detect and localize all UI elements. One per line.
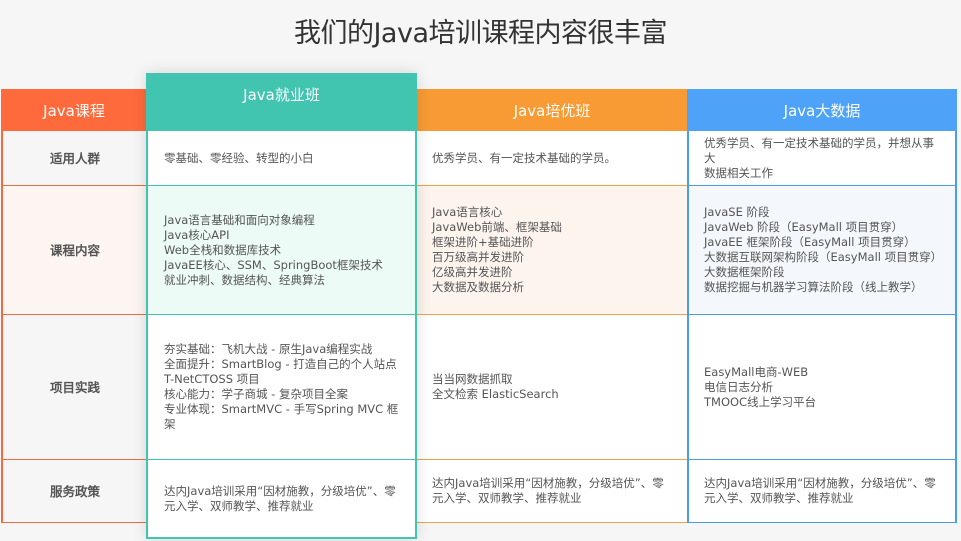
cell-projects: EasyMall电商-WEB 电信日志分析 TMOOC线上学习平台 (689, 315, 955, 460)
course-column-peiyou: Java培优班 优秀学员、有一定技术基础的学员。 Java语言核心 JavaWe… (417, 89, 687, 523)
course-header-jiuye: Java就业班 (146, 73, 417, 131)
cell-audience: 优秀学员、有一定技术基础的学员，并想从事大 数据相关工作 (689, 131, 955, 186)
course-column-jiuye: Java就业班 零基础、零经验、转型的小白 Java语言基础和面向对象编程 Ja… (146, 73, 417, 539)
course-header-dashuju: Java大数据 (687, 89, 957, 131)
course-column-dashuju: Java大数据 优秀学员、有一定技术基础的学员，并想从事大 数据相关工作 Jav… (687, 89, 957, 523)
label-column: Java课程 适用人群 课程内容 项目实践 服务政策 (1, 89, 147, 523)
cell-policy: 达内Java培训采用“因材施教，分级培优”、零 元入学、双师教学、推荐就业 (417, 460, 687, 523)
row-label-content: 课程内容 (3, 186, 147, 315)
row-label-policy: 服务政策 (3, 460, 147, 523)
cell-projects: 夯实基础：飞机大战 - 原生Java编程实战 全面提升：SmartBlog - … (148, 315, 415, 460)
cell-policy: 达内Java培训采用“因材施教，分级培优”、零 元入学、双师教学、推荐就业 (689, 460, 955, 523)
row-label-audience: 适用人群 (3, 131, 147, 186)
cell-content: Java语言基础和面向对象编程 Java核心API Web全栈和数据库技术 Ja… (148, 186, 415, 315)
label-column-header: Java课程 (1, 89, 147, 131)
cell-content: Java语言核心 JavaWeb前端、框架基础 框架进阶+基础进阶 百万级高并发… (417, 186, 687, 315)
cell-audience: 零基础、零经验、转型的小白 (148, 131, 415, 186)
course-header-peiyou: Java培优班 (417, 89, 687, 131)
page-title: 我们的Java培训课程内容很丰富 (293, 18, 668, 49)
row-label-projects: 项目实践 (3, 315, 147, 460)
cell-content: JavaSE 阶段 JavaWeb 阶段（EasyMall 项目贯穿） Java… (689, 186, 955, 315)
cell-policy: 达内Java培训采用“因材施教，分级培优”、零 元入学、双师教学、推荐就业 (164, 483, 396, 513)
cell-audience: 优秀学员、有一定技术基础的学员。 (417, 131, 687, 186)
cell-projects: 当当网数据抓取 全文检索 ElasticSearch (417, 315, 687, 460)
